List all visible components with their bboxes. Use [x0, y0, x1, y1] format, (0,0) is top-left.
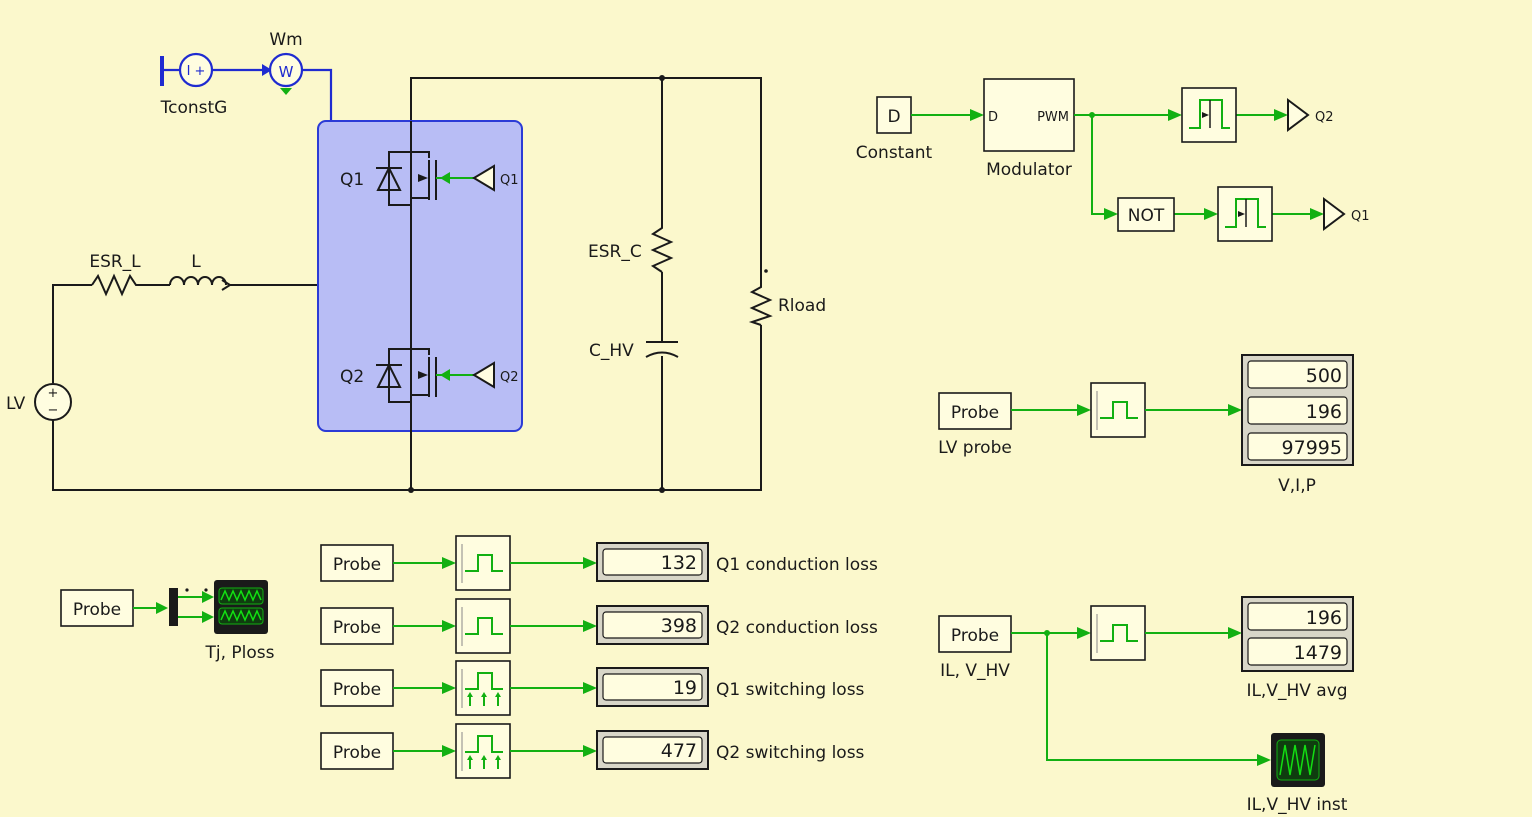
display-value: 19	[673, 677, 697, 699]
q1-label: Q1	[340, 170, 364, 190]
q1-gate-from-tag[interactable]	[472, 164, 495, 192]
hv-avg-display-vhv: 1479	[1294, 642, 1342, 664]
lv-probe-block[interactable]: Probe	[938, 392, 1012, 430]
esr-l-resistor[interactable]	[91, 273, 170, 297]
hv-avg-display: 196 1479	[1241, 596, 1354, 672]
thermal-demux[interactable]	[169, 588, 178, 626]
rload-label: Rload	[778, 296, 826, 316]
hv-inst-scope-caption: IL,V_HV inst	[1247, 795, 1348, 815]
inductor-l[interactable]	[169, 276, 232, 291]
q2-gate-tag-label: Q2	[500, 370, 519, 385]
dead-time-block-q2[interactable]	[1181, 87, 1237, 143]
goto-q1-label: Q1	[1351, 209, 1370, 224]
esr-c-resistor[interactable]	[650, 222, 674, 273]
modulation-signal-wires	[1074, 109, 1324, 220]
lv-probe-caption: LV probe	[938, 438, 1012, 458]
avg-block-q1-switching[interactable]	[455, 660, 511, 716]
thermal-source-symbol: I +	[187, 64, 206, 79]
vip-display-current: 196	[1306, 401, 1342, 423]
loss-probe-label: Probe	[333, 680, 381, 700]
thermal-scope[interactable]	[214, 580, 268, 634]
display-q2-switching-loss: 477	[596, 730, 709, 770]
modulator-label: Modulator	[986, 160, 1072, 180]
goto-q2-label: Q2	[1315, 110, 1334, 125]
display-value: 132	[661, 552, 697, 574]
goto-q1-tag[interactable]	[1323, 197, 1346, 231]
loss-probe-q1-switching[interactable]: Probe	[320, 669, 394, 707]
hv-probe-block[interactable]: Probe	[938, 615, 1012, 653]
loss-probe-label: Probe	[333, 618, 381, 638]
modulator-out-port: PWM	[1037, 110, 1069, 125]
hv-periodic-average[interactable]	[1090, 605, 1146, 661]
heat-flow-meter-symbol: W	[279, 63, 294, 81]
loss-probe-label: Probe	[333, 555, 381, 575]
mosfet-q1[interactable]	[376, 151, 474, 206]
vip-display-caption: V,I,P	[1278, 476, 1316, 496]
vip-display-voltage: 500	[1306, 365, 1342, 387]
display-q2-conduction-loss: 398	[596, 605, 709, 645]
lv-source[interactable]: + −	[34, 383, 72, 421]
dead-time-block-q1[interactable]	[1217, 186, 1273, 242]
hv-probe-block-label: Probe	[951, 626, 999, 646]
constant-label: Constant	[856, 143, 933, 163]
avg-block-q1-conduction[interactable]	[455, 535, 511, 591]
lv-periodic-average[interactable]	[1090, 382, 1146, 438]
thermal-probe-block[interactable]: Probe	[60, 589, 134, 627]
avg-block-q2-conduction[interactable]	[455, 598, 511, 654]
thermal-source-label: TconstG	[160, 98, 228, 118]
heat-flow-meter-label: Wm	[269, 30, 302, 50]
vip-display: 500 196 97995	[1241, 354, 1354, 466]
hv-avg-display-caption: IL,V_HV avg	[1246, 681, 1347, 701]
q2-label: Q2	[340, 367, 364, 387]
goto-q2-tag[interactable]	[1287, 98, 1310, 132]
inductor-l-label: L	[191, 252, 201, 272]
hv-inst-scope[interactable]	[1271, 733, 1325, 787]
display-value: 398	[661, 615, 697, 637]
constant-block[interactable]: D	[876, 96, 912, 134]
lv-plus: +	[48, 386, 59, 401]
loss-probe-q2-conduction[interactable]: Probe	[320, 607, 394, 645]
constant-symbol: D	[887, 107, 900, 127]
lv-label: LV	[6, 394, 26, 414]
vip-display-power: 97995	[1282, 437, 1342, 459]
esr-c-label: ESR_C	[588, 242, 642, 262]
not-gate-label: NOT	[1128, 206, 1165, 226]
esr-l-label: ESR_L	[89, 252, 141, 272]
q1-gate-tag-label: Q1	[500, 173, 519, 188]
loss-probe-label: Probe	[333, 743, 381, 763]
rload-resistor[interactable]	[748, 269, 773, 326]
hv-avg-display-il: 196	[1306, 607, 1342, 629]
heat-flow-meter[interactable]: W	[268, 52, 304, 95]
loss-probe-q2-switching[interactable]: Probe	[320, 732, 394, 770]
thermal-scope-caption: Tj, Ploss	[204, 643, 274, 663]
loss-probe-q1-conduction[interactable]: Probe	[320, 544, 394, 582]
q2-conduction-loss-caption: Q2 conduction loss	[716, 618, 878, 638]
lv-minus: −	[48, 403, 59, 418]
half-bridge-subsystem[interactable]	[317, 120, 523, 490]
display-q1-conduction-loss: 132	[596, 542, 709, 582]
c-hv-label: C_HV	[589, 341, 634, 361]
avg-block-q2-switching[interactable]	[455, 723, 511, 779]
lv-probe-block-label: Probe	[951, 403, 999, 423]
hv-probe-caption: IL, V_HV	[940, 661, 1010, 681]
q2-gate-from-tag[interactable]	[472, 361, 495, 389]
display-q1-switching-loss: 19	[596, 667, 709, 707]
modulator-block[interactable]: D PWM	[983, 78, 1075, 152]
q1-conduction-loss-caption: Q1 conduction loss	[716, 555, 878, 575]
display-value: 477	[661, 740, 697, 762]
q2-switching-loss-caption: Q2 switching loss	[716, 743, 865, 763]
thermal-source[interactable]: I +	[160, 52, 214, 88]
not-gate[interactable]: NOT	[1117, 197, 1175, 232]
modulator-in-port: D	[988, 110, 998, 125]
capacitor-c-hv[interactable]	[645, 341, 679, 358]
mosfet-q2[interactable]	[376, 348, 474, 403]
q1-switching-loss-caption: Q1 switching loss	[716, 680, 865, 700]
thermal-probe-block-label: Probe	[73, 600, 121, 620]
